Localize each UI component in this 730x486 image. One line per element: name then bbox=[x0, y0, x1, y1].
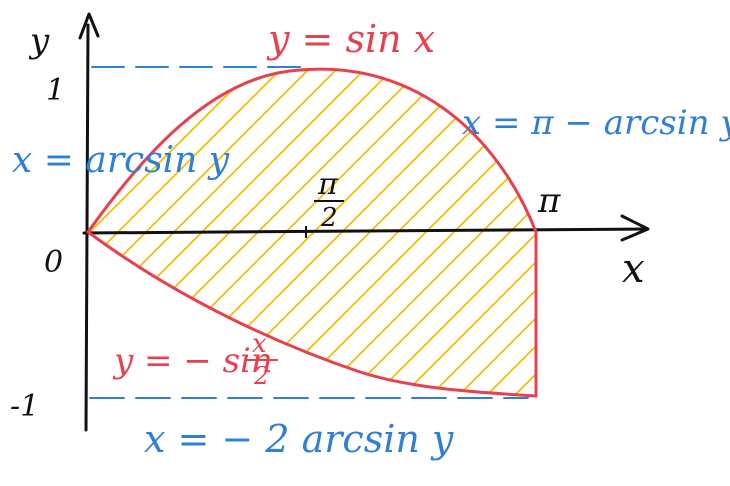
x-axis bbox=[82, 214, 650, 242]
x-tick-pi-label: π bbox=[537, 181, 561, 221]
upper-curve-label: y = sin x bbox=[266, 17, 435, 61]
curve-sin-x bbox=[86, 67, 538, 234]
hatch-line bbox=[367, 69, 536, 397]
x-tick-pi-half-numerator: π bbox=[317, 167, 339, 202]
x-axis-arrowhead bbox=[620, 214, 650, 242]
hatch-line bbox=[88, 69, 349, 397]
hatch-line bbox=[339, 69, 536, 397]
hatch-line bbox=[88, 69, 321, 397]
y-tick-1-label: 1 bbox=[46, 73, 65, 108]
hatch-line bbox=[88, 69, 293, 397]
hatch-line bbox=[395, 69, 536, 397]
lower-curve-fraction-numerator: x bbox=[252, 329, 267, 359]
hatch-line bbox=[648, 30, 730, 430]
hatch-line bbox=[676, 30, 730, 430]
hatch-line bbox=[88, 69, 405, 397]
right-inverse-label: x = π − arcsin y bbox=[462, 103, 730, 143]
hatch-line bbox=[0, 30, 40, 430]
lower-curve-fraction-denominator: 2 bbox=[253, 362, 269, 390]
bottom-inverse-label: x = − 2 arcsin y bbox=[144, 417, 454, 461]
hatch-line bbox=[0, 30, 12, 430]
y-tick-minus1-label: -1 bbox=[10, 389, 39, 424]
hatch-line bbox=[451, 69, 536, 397]
x-tick-pi-half-denominator: 2 bbox=[320, 203, 338, 233]
origin-label: 0 bbox=[44, 245, 63, 280]
curve-minus-sin-x-half bbox=[86, 230, 538, 398]
hatch-line bbox=[423, 69, 536, 397]
left-inverse-label: x = arcsin y bbox=[12, 140, 230, 181]
y-axis-label: y bbox=[28, 21, 50, 61]
hatch-line bbox=[88, 69, 377, 397]
y-axis bbox=[78, 12, 100, 432]
y-axis-arrowhead bbox=[78, 12, 100, 40]
x-axis-label: x bbox=[622, 246, 645, 292]
